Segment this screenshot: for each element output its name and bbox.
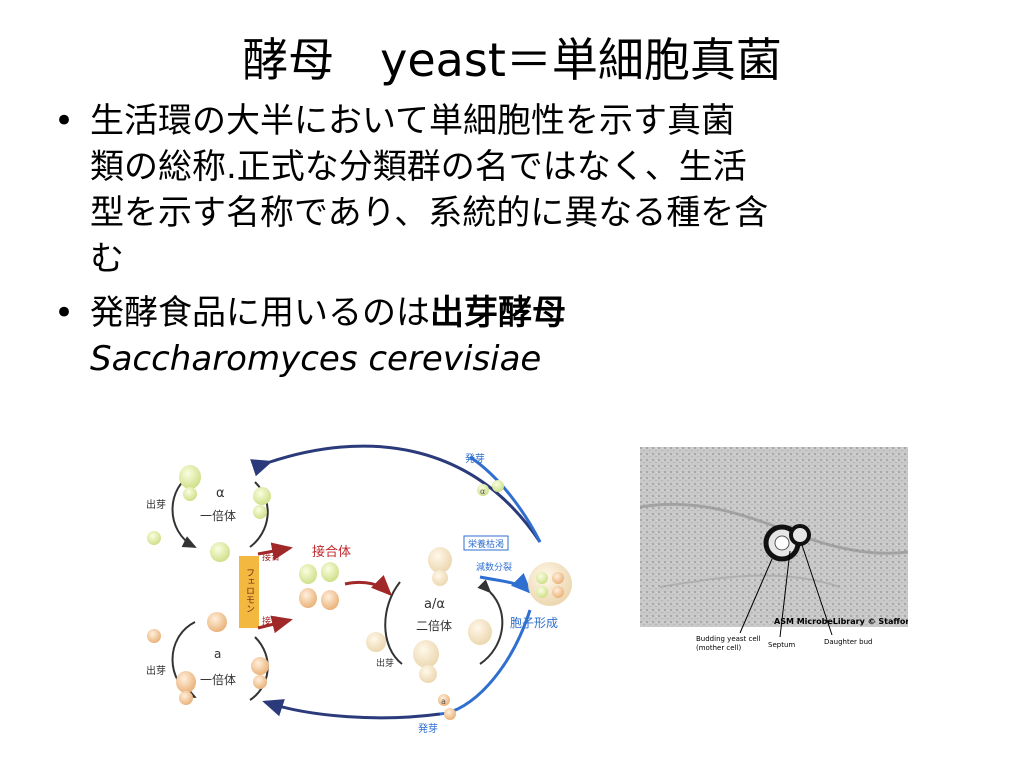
budding-yeast-term: 出芽酵母 <box>430 293 566 333</box>
bullet-text-line: 生活環の大半において単細胞性を示す真菌 <box>90 101 735 141</box>
budding-label-a: 出芽 <box>146 664 166 677</box>
micrograph-credit: ASM MicrobeLibrary © Stafford <box>774 617 908 626</box>
species-name: Saccharomyces cerevisiae <box>90 339 542 379</box>
diploid-budding-label: 出芽 <box>376 657 394 669</box>
ascus <box>528 562 572 606</box>
sporulation-label: 胞子形成 <box>510 616 558 630</box>
bullet-item-yeast-definition: • 生活環の大半において単細胞性を示す真菌 類の総称.正式な分類群の名ではなく、… <box>50 98 950 282</box>
starvation-label: 栄養枯渇 <box>468 538 504 550</box>
meiosis-label: 減数分裂 <box>476 561 512 573</box>
mating-label-top: 接合 <box>262 551 280 563</box>
bullet-marker: • <box>54 101 75 141</box>
mating-label-bottom: 接合 <box>262 615 280 627</box>
diploid-label: 二倍体 <box>416 618 452 633</box>
zygote-label: 接合体 <box>312 544 351 560</box>
label-mother-cell: Budding yeast cell <box>696 635 761 643</box>
budding-label-bottom: 発芽 <box>418 722 438 735</box>
a-spore <box>444 708 456 720</box>
alpha-symbol: α <box>216 486 225 501</box>
spore-alpha-label: α <box>480 487 485 496</box>
label-daughter-bud: Daughter bud <box>824 638 872 646</box>
alpha-haploid-label: 一倍体 <box>200 508 236 523</box>
yeast-life-cycle-diagram: 発芽 α 出芽 α 一倍体 フェロモン 接合 接合 接合体 a 一倍体 出芽 a… <box>140 432 576 736</box>
diploid-symbol: a/α <box>424 597 445 612</box>
budding-label-alpha: 出芽 <box>146 498 166 511</box>
bullet-marker: • <box>54 293 75 333</box>
bullet-text-line: 類の総称.正式な分類群の名ではなく、生活 <box>90 147 747 187</box>
pheromone-box <box>239 556 259 628</box>
label-mother-cell-sub: (mother cell) <box>696 644 741 652</box>
bullet-list: • 生活環の大半において単細胞性を示す真菌 類の総称.正式な分類群の名ではなく、… <box>50 98 950 390</box>
spore-a-label: a <box>441 697 446 706</box>
budding-yeast-micrograph: ASM MicrobeLibrary © Stafford Budding ye… <box>639 447 915 657</box>
bullet-text: 発酵食品に用いるのは <box>90 293 430 333</box>
alpha-spore <box>492 480 504 492</box>
a-haploid-label: 一倍体 <box>200 672 236 687</box>
label-septum: Septum <box>768 641 795 649</box>
pheromone-label: フェロモン <box>244 568 254 613</box>
bullet-text-line: む <box>90 239 124 279</box>
bullet-item-budding-yeast: • 発酵食品に用いるのは出芽酵母 Saccharomyces cerevisia… <box>50 290 950 382</box>
budding-label-top: 発芽 <box>465 452 485 465</box>
a-spore <box>438 694 450 706</box>
bullet-text-line: 型を示す名称であり、系統的に異なる種を含 <box>90 193 769 233</box>
slide-title: 酵母 yeast＝単細胞真菌 <box>242 33 782 87</box>
alpha-spore <box>477 484 489 496</box>
a-symbol: a <box>214 647 221 661</box>
